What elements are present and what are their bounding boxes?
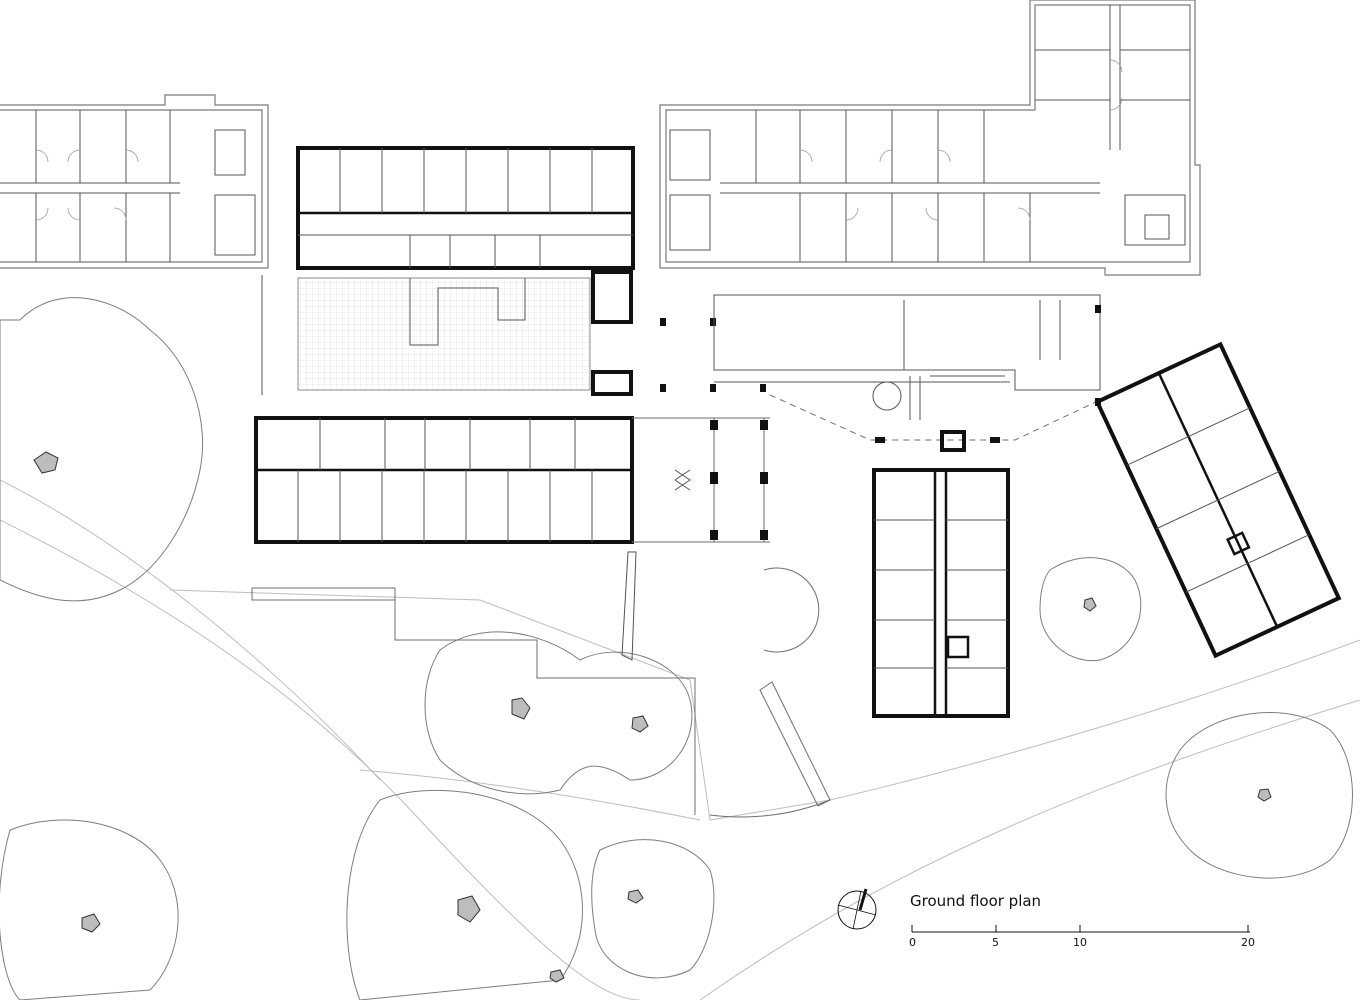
terrace (713, 294, 1101, 452)
north-arrow-icon (837, 888, 877, 930)
tree-canopy (424, 631, 693, 795)
existing-wing-right (659, 0, 1201, 276)
tree-trunk (627, 889, 644, 904)
tree-canopy (0, 819, 179, 1000)
tree-canopy (346, 789, 583, 1000)
tree-trunk (549, 969, 565, 983)
plan-title: Ground floor plan (910, 892, 1041, 910)
tree-trunk (511, 697, 531, 720)
plaza (251, 551, 831, 818)
scale-bar: 0 5 10 20 (909, 925, 1255, 949)
scale-tick-5: 5 (992, 936, 999, 949)
courtyard (261, 270, 633, 396)
existing-wing-left (0, 94, 269, 269)
tree-trunk (457, 895, 481, 923)
tree-canopy (0, 297, 204, 602)
walkway-columns (632, 318, 770, 543)
scale-tick-10: 10 (1073, 936, 1087, 949)
tree-trunk (631, 715, 649, 733)
scale-tick-0: 0 (909, 936, 916, 949)
new-block-east-rotated (1094, 341, 1342, 659)
new-block-middle (254, 416, 634, 544)
tree-trunk (1083, 597, 1097, 612)
tree-canopy (1039, 557, 1142, 662)
tree-trunk (33, 451, 59, 474)
tree-trunk (1257, 788, 1272, 802)
new-block-north (296, 146, 635, 270)
tree-canopy (591, 839, 715, 979)
tree-trunk (81, 913, 101, 933)
tree-canopy (1165, 712, 1353, 879)
new-block-southeast (872, 468, 1010, 718)
landscape (0, 297, 1360, 1000)
scale-tick-20: 20 (1241, 936, 1255, 949)
